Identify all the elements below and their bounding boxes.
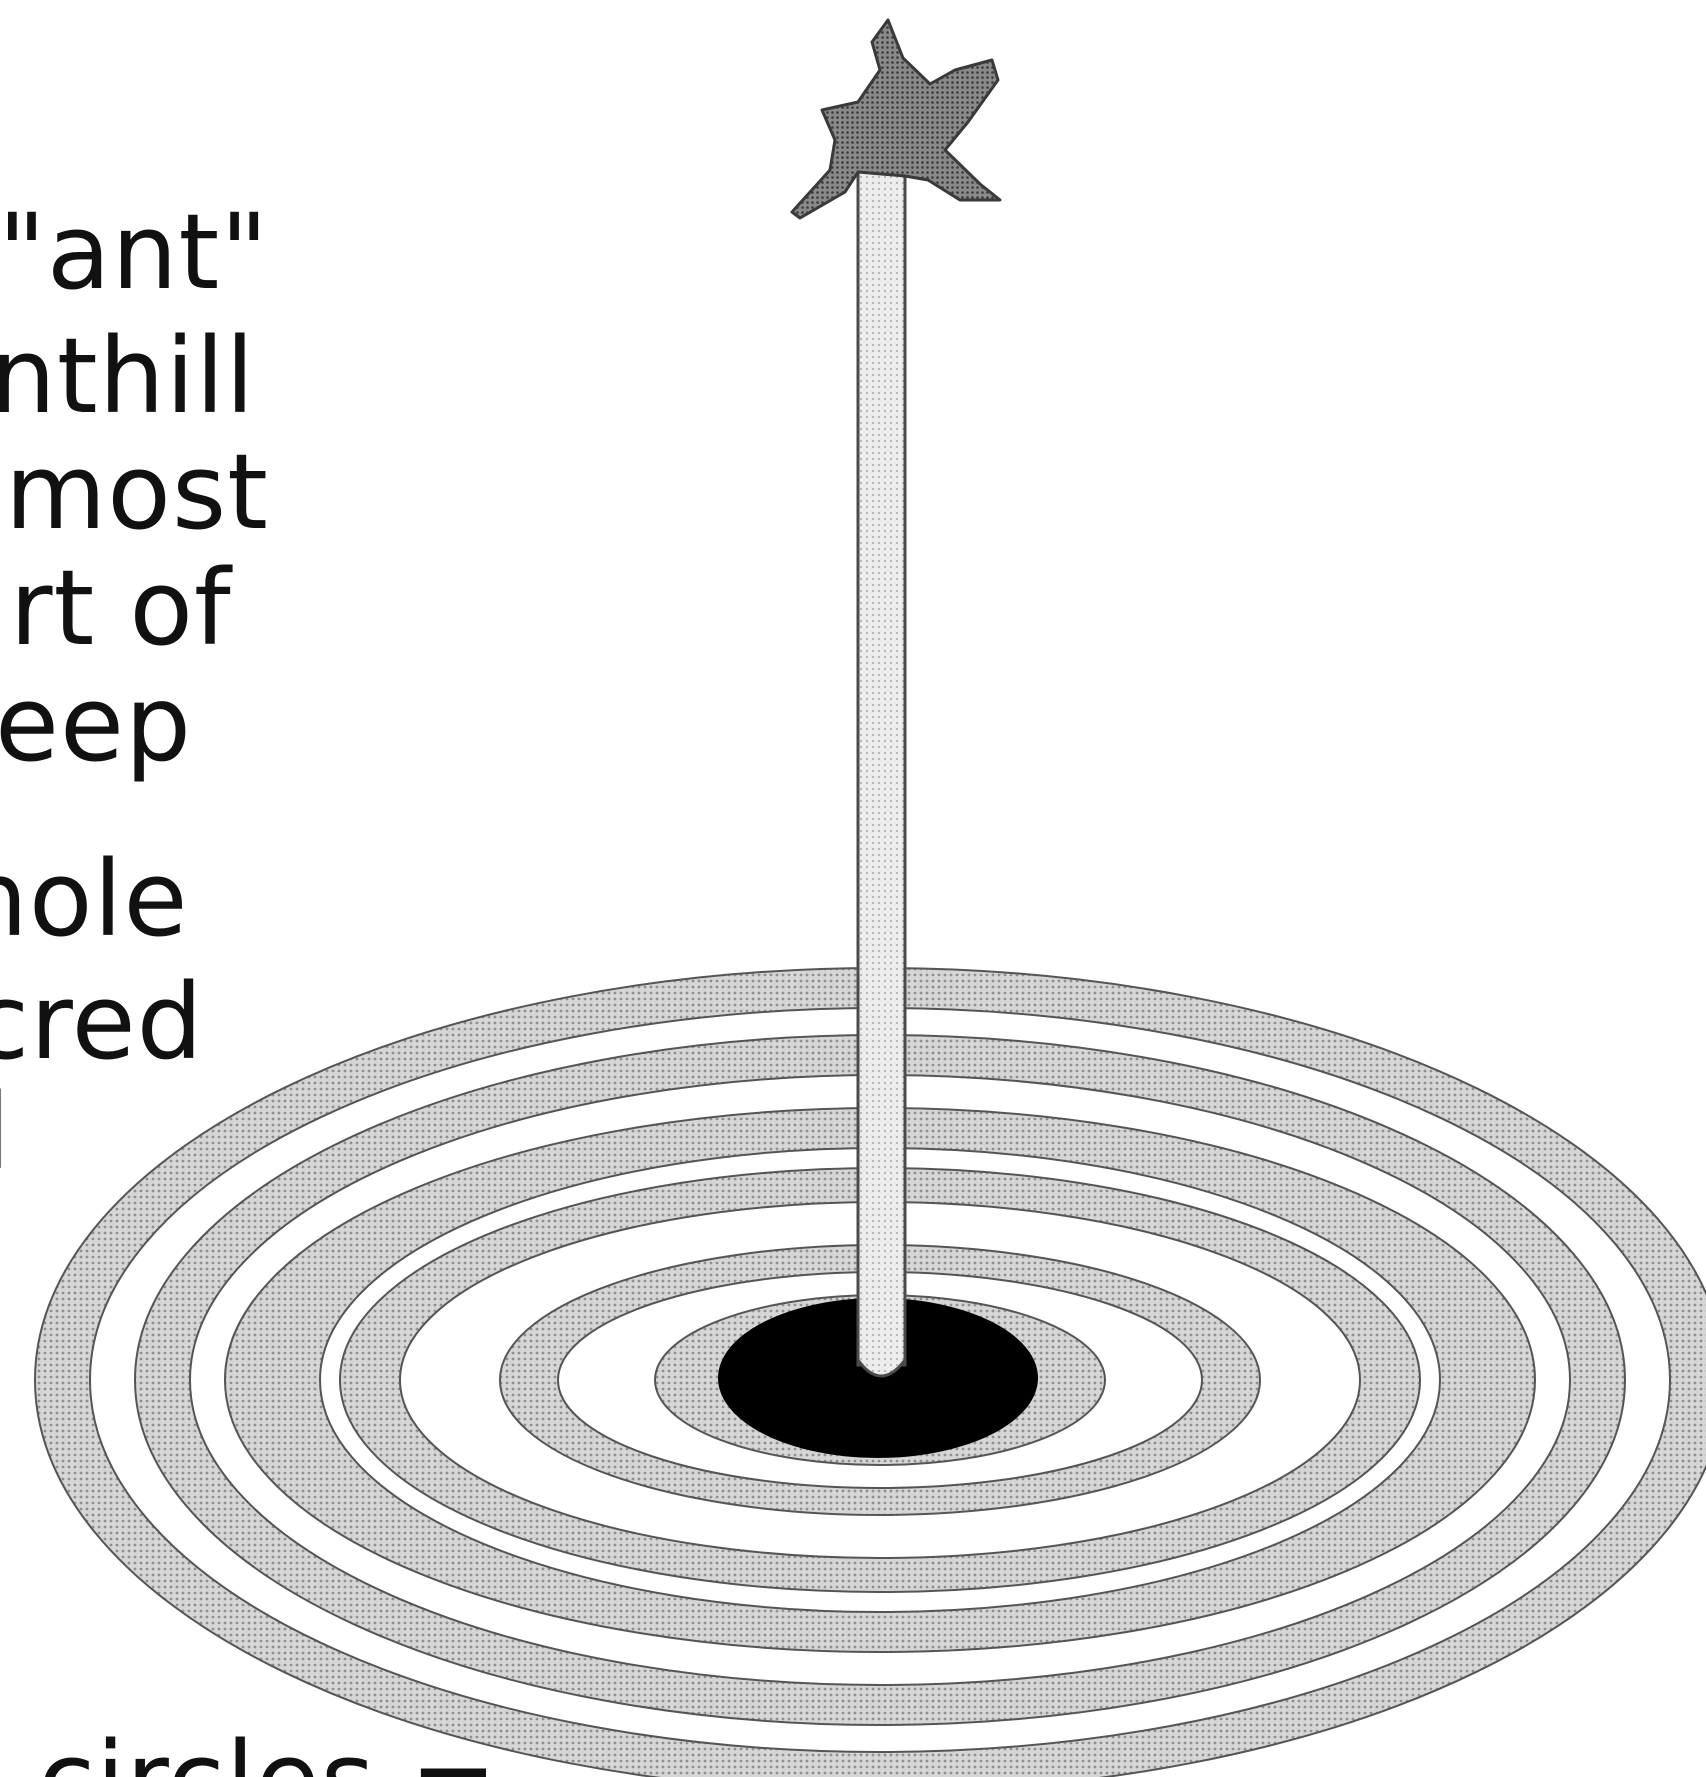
text-line-3: most — [5, 431, 269, 553]
text-line-5: eep — [0, 663, 192, 785]
text-line-2: nthill — [0, 315, 255, 437]
text-line-1: "ant" — [0, 191, 269, 313]
text-line-6: hole — [0, 838, 188, 960]
text-line-9: circles = — [38, 1719, 498, 1777]
pole — [858, 160, 905, 1376]
text-line-7: cred — [0, 961, 204, 1083]
text-line-8: d — [0, 1071, 11, 1193]
text-line-4: art of — [0, 547, 233, 669]
